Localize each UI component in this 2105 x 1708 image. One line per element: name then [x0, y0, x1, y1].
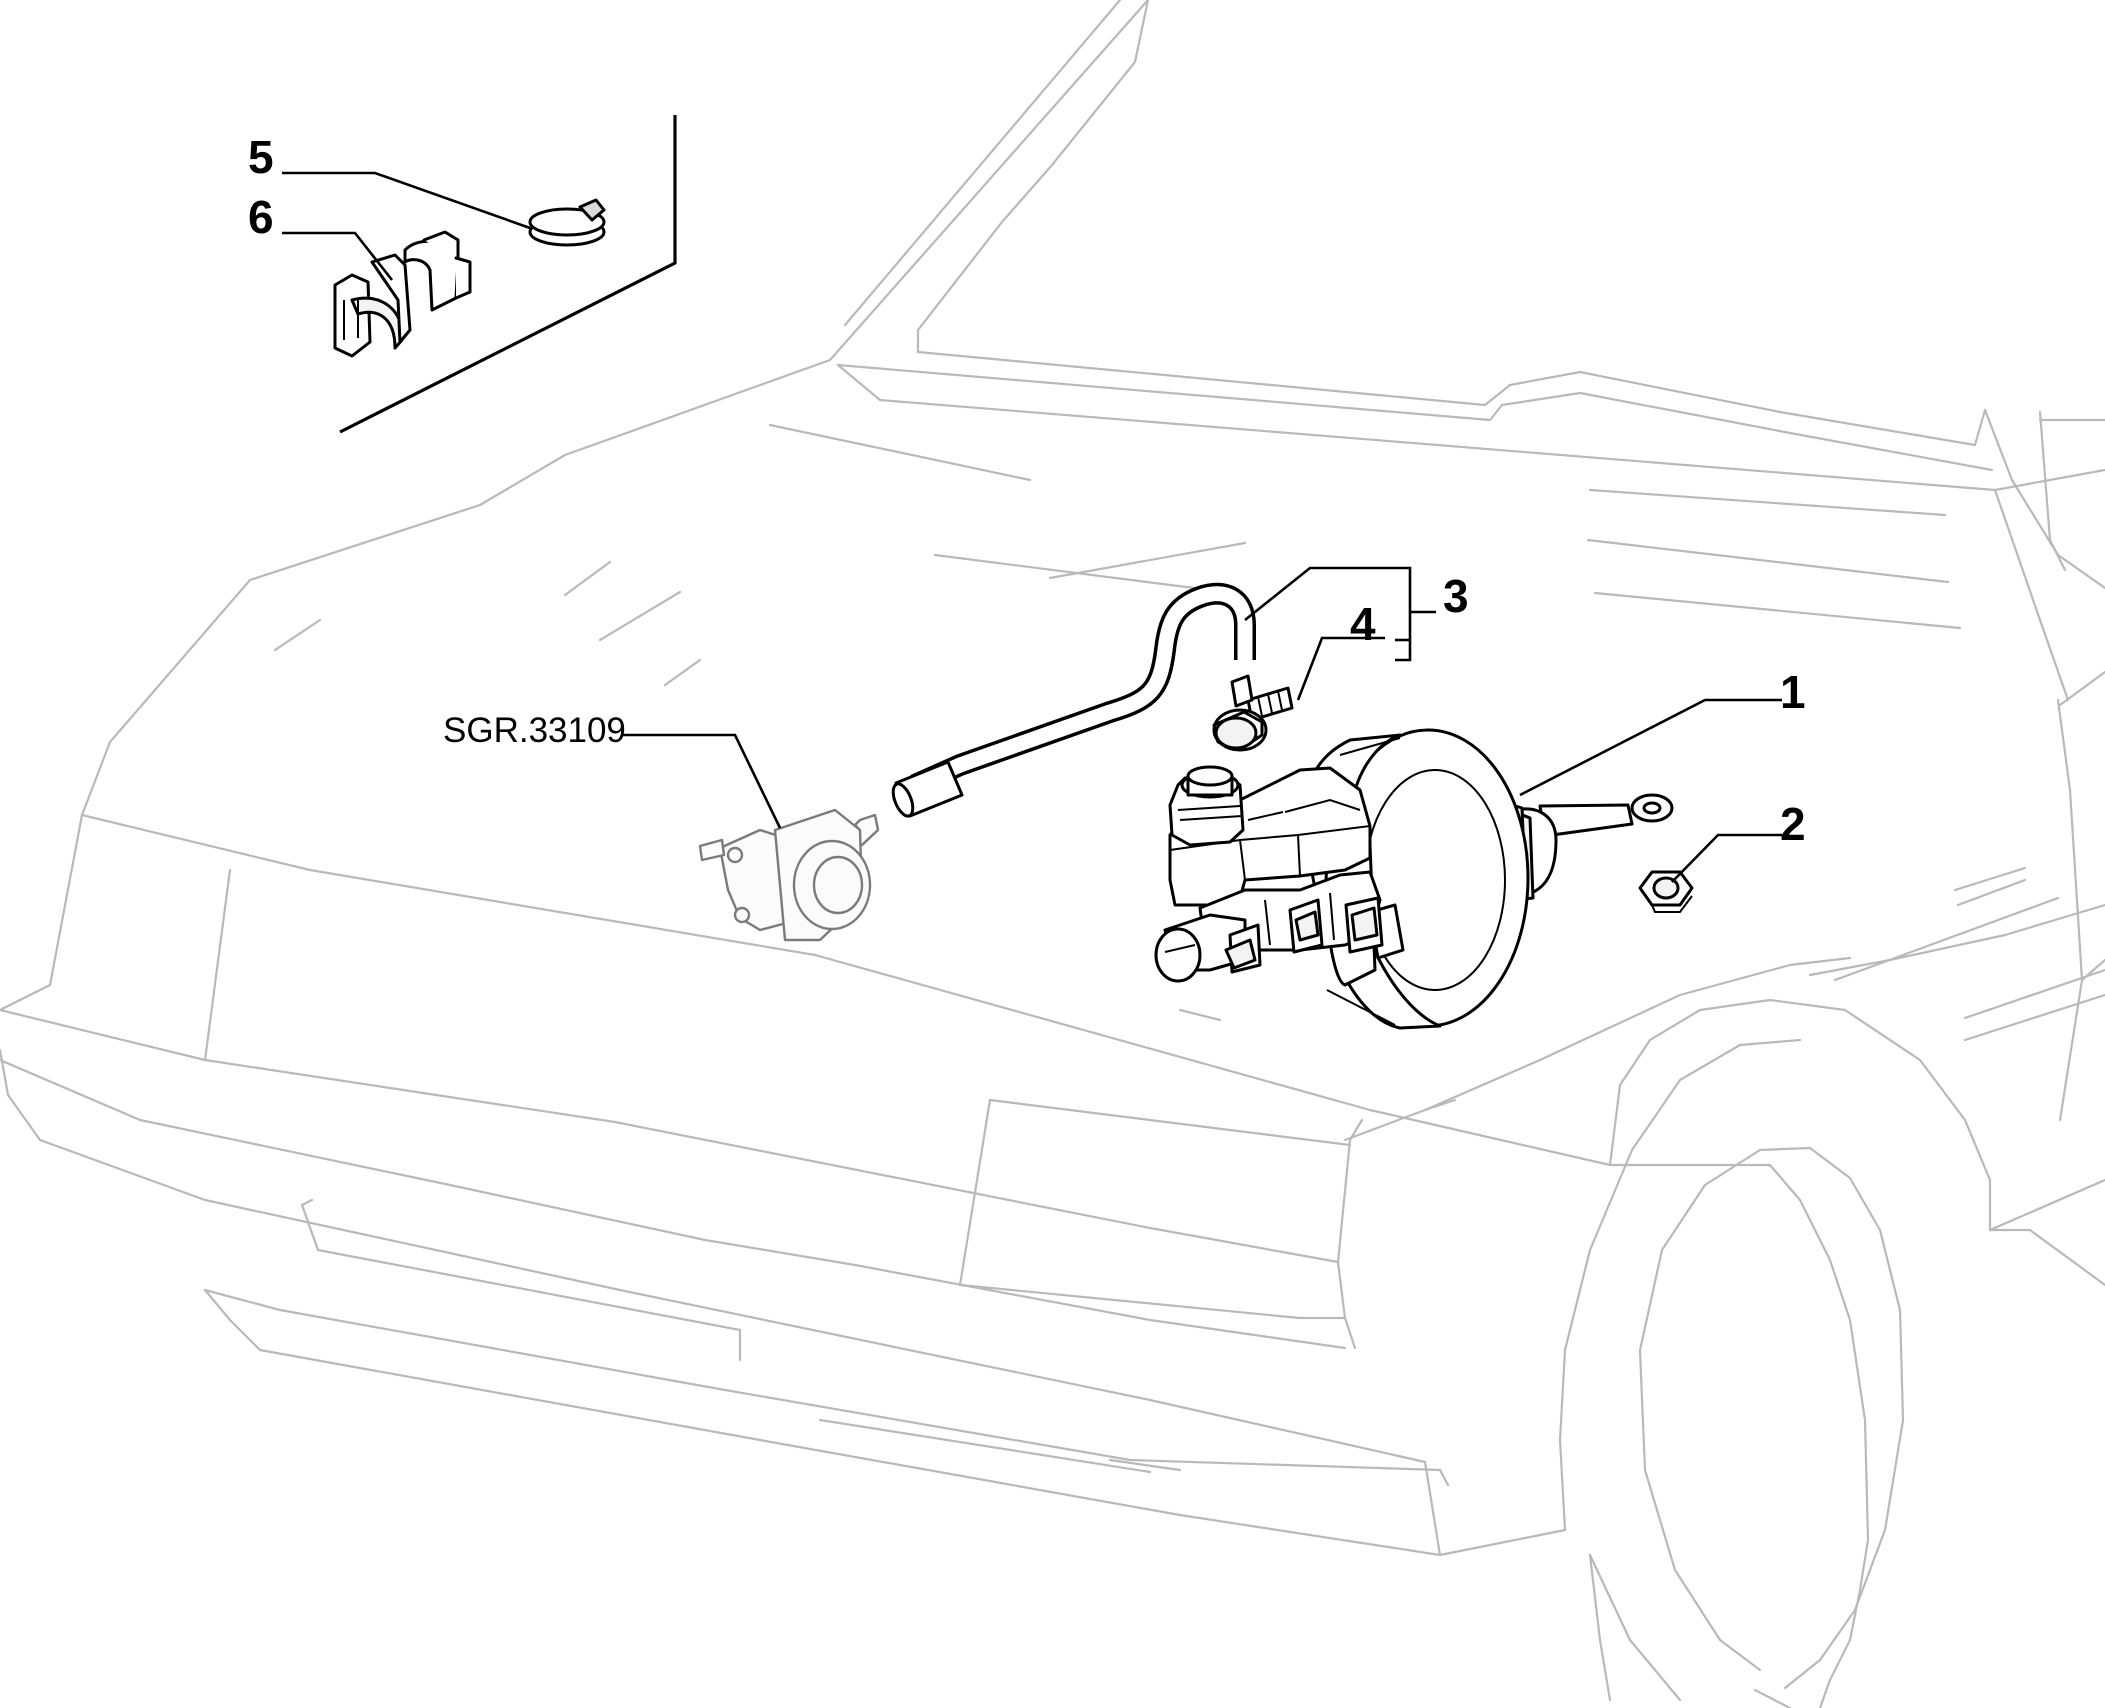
nut-part [1638, 870, 1694, 913]
hose-clamp-part [528, 198, 606, 247]
callout-5: 5 [248, 131, 274, 183]
brake-servo-master-cylinder-part [1154, 728, 1674, 1030]
leader-lines [282, 171, 1782, 883]
leader-1 [1519, 698, 1782, 797]
leader-reference [622, 733, 782, 829]
check-valve-part [1212, 674, 1294, 752]
callout-4: 4 [1350, 598, 1376, 650]
inset-separator [339, 115, 677, 434]
vacuum-hose-part [891, 582, 1256, 818]
callout-1: 1 [1780, 666, 1806, 718]
callout-3: 3 [1443, 570, 1469, 622]
hose-holder-clip-part [333, 230, 472, 358]
leader-6 [282, 231, 394, 281]
leader-4 [1296, 636, 1385, 701]
leader-3-bracket [1244, 566, 1412, 662]
leader-5 [282, 171, 531, 230]
reference-code-label: SGR.33109 [443, 711, 626, 750]
leader-2 [1671, 833, 1782, 883]
callout-6: 6 [248, 191, 274, 243]
callout-2: 2 [1780, 798, 1806, 850]
reference-clutch-slave-part [698, 808, 880, 942]
